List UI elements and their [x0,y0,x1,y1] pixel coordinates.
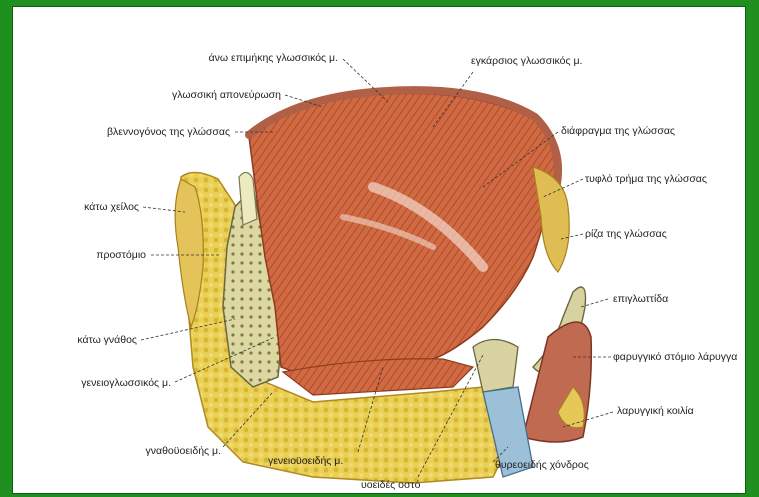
hyoid-bone [473,340,518,393]
label-ano-epimikis: άνω επιμήκης γλωσσικός μ. [188,52,338,64]
label-kato-xeilos: κάτω χείλος [53,201,139,213]
label-kato-gnathos: κάτω γνάθος [48,334,137,346]
label-geneioyoeidis: γενειοϋοειδής μ. [268,455,343,467]
label-vlennogonos: βλεννογόνος της γλώσσας [78,126,230,138]
figure-panel: άνω επιμήκης γλωσσικός μ. γλωσσική απονε… [12,6,746,494]
label-laryggiki-koilia: λαρυγγική κοιλία [617,405,694,417]
label-gnathoyoeidis: γναθοϋοειδής μ. [93,445,221,457]
label-riza: ρίζα της γλώσσας [585,228,667,240]
label-glossiki-aponevrosi: γλωσσική απονεύρωση [138,89,281,101]
label-prostomio: προστόμιο [58,249,146,261]
label-farygiko-stomio: φαρυγγικό στόμιο λάρυγγα [613,351,737,363]
label-geneioglossikos: γενειογλωσσικός μ. [43,377,171,389]
label-thyreoeidis: θυρεοειδής χόνδρος [495,459,589,471]
label-diafragma: διάφραγμα της γλώσσας [561,125,675,137]
label-enkarsios: εγκάρσιος γλωσσικός μ. [471,55,582,67]
label-epiglottida: επιγλωττίδα [613,293,668,305]
label-tyflo-trima: τυφλό τρήμα της γλώσσας [585,173,707,185]
label-yoeides-osto: υοειδές οστό [361,479,420,491]
